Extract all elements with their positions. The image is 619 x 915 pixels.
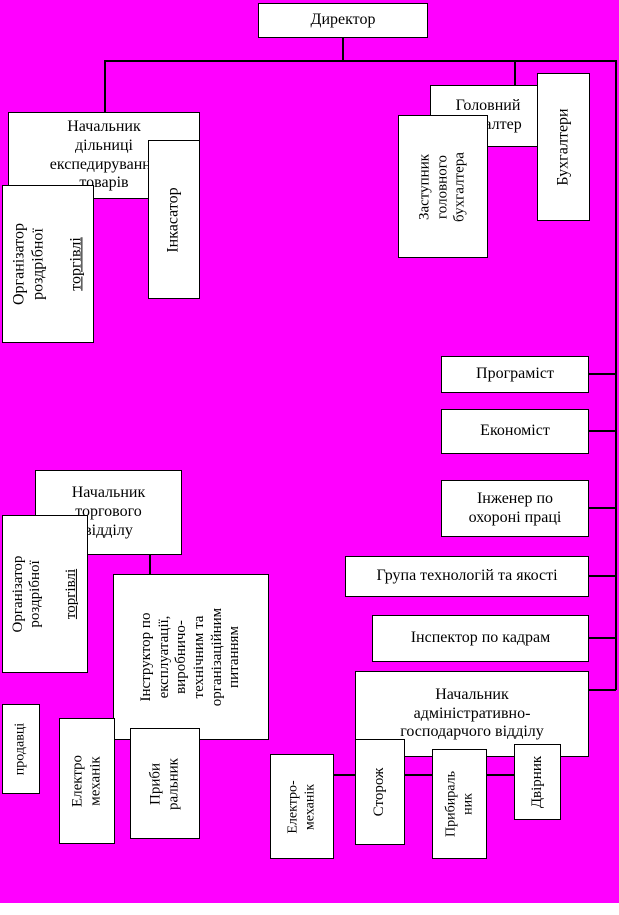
node-deputy-chief-accountant-label: Заступник головного бухгалтера bbox=[416, 151, 468, 222]
node-collector-label: Інкасатор bbox=[164, 186, 182, 253]
node-safety-engineer: Інженер по охороні праці bbox=[441, 480, 589, 537]
node-cleaner-2: Прибираль ник bbox=[432, 749, 487, 859]
node-sellers: продавці bbox=[2, 704, 40, 794]
connector-left-down bbox=[104, 60, 106, 113]
node-watchman: Сторож bbox=[355, 739, 405, 845]
node-electromechanic-2: Електро- механік bbox=[270, 754, 334, 859]
node-director-label: Директор bbox=[310, 11, 376, 29]
node-janitor-label: Двірник bbox=[528, 755, 545, 809]
node-economist: Економіст bbox=[441, 409, 589, 454]
node-janitor: Двірник bbox=[514, 744, 561, 820]
node-retail-organizer-2-label: Організатор роздрібної bbox=[9, 555, 44, 633]
connector-trade-instructor bbox=[149, 555, 151, 575]
node-instructor: Інструктор по експлуатації, виробничо- т… bbox=[113, 574, 269, 740]
node-cleaner-1-label: Приби ральник bbox=[147, 757, 181, 810]
node-hr-inspector: Інспектор по кадрам bbox=[372, 615, 589, 662]
node-deputy-chief-accountant: Заступник головного бухгалтера bbox=[398, 115, 488, 258]
node-accountants-label: Бухгалтери bbox=[554, 108, 572, 186]
node-collector: Інкасатор bbox=[148, 140, 200, 299]
connector-stub-admin bbox=[589, 689, 616, 691]
connector-top-horizontal bbox=[104, 60, 617, 62]
node-economist-label: Економіст bbox=[480, 422, 550, 440]
node-tech-quality-group: Група технологій та якості bbox=[345, 556, 589, 597]
node-safety-engineer-label: Інженер по охороні праці bbox=[468, 489, 562, 526]
connector-chief-down bbox=[514, 60, 516, 86]
node-accountants: Бухгалтери bbox=[537, 73, 590, 221]
node-director: Директор bbox=[258, 3, 428, 38]
node-electromechanic-2-label: Електро- механік bbox=[285, 779, 317, 834]
node-watchman-label: Сторож bbox=[371, 767, 388, 817]
node-electromechanic-1: Електро механік bbox=[59, 718, 115, 844]
node-retail-organizer-1-label-underlined: торгівлі bbox=[66, 237, 84, 291]
node-retail-organizer-2: Організатор роздрібної торгівлі bbox=[2, 515, 88, 673]
node-electromechanic-1-label: Електро механік bbox=[69, 754, 103, 808]
node-retail-organizer-1: Організатор роздрібної торгівлі bbox=[2, 185, 94, 343]
node-programmer-label: Програміст bbox=[476, 365, 554, 383]
connector-director-down bbox=[342, 38, 344, 61]
connector-stub-programmer bbox=[589, 373, 616, 375]
node-tech-quality-group-label: Група технологій та якості bbox=[376, 567, 558, 585]
node-cleaner-2-label: Прибираль ник bbox=[442, 771, 475, 837]
node-cleaner-1: Приби ральник bbox=[130, 728, 200, 839]
connector-bottom-horizontal bbox=[300, 774, 540, 776]
node-sellers-label: продавці bbox=[12, 722, 28, 776]
node-trade-head: Начальник торгового відділу bbox=[35, 470, 182, 555]
node-hr-inspector-label: Інспектор по кадрам bbox=[410, 629, 551, 647]
connector-right-trunk bbox=[615, 60, 617, 690]
node-instructor-label: Інструктор по експлуатації, виробничо- т… bbox=[137, 607, 243, 707]
node-trade-head-label: Начальник торгового відділу bbox=[71, 484, 146, 539]
connector-stub-economist bbox=[589, 430, 616, 432]
node-expedition-head-label: Начальник дільниці експедирування товарі… bbox=[49, 117, 159, 192]
node-programmer: Програміст bbox=[441, 356, 589, 393]
node-retail-organizer-2-label-underlined: торгівлі bbox=[62, 568, 79, 620]
node-retail-organizer-1-label: Організатор роздрібної bbox=[10, 223, 47, 306]
node-admin-head-label: Начальник адміністративно- господарчого … bbox=[400, 685, 544, 741]
connector-stub-safety bbox=[589, 507, 616, 509]
connector-stub-quality bbox=[589, 575, 616, 577]
connector-stub-hr bbox=[589, 637, 616, 639]
page-margin-bottom bbox=[0, 903, 619, 915]
